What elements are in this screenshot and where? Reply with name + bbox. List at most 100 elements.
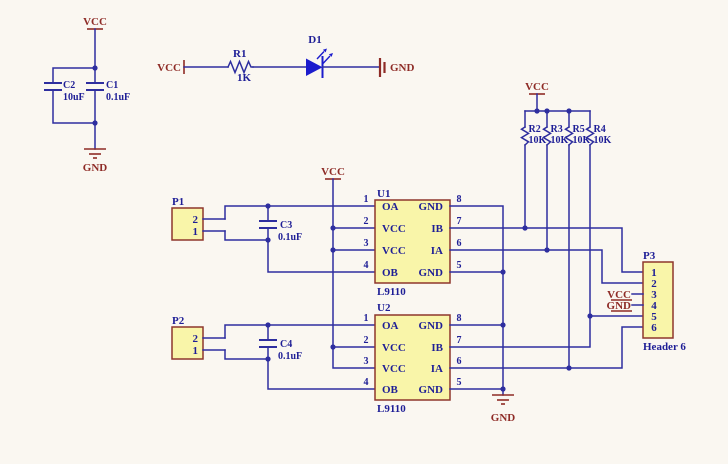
p3-pin-number: 2: [651, 278, 657, 290]
resistor-zigzag: [585, 125, 595, 147]
gnd-power-symbol[interactable]: GND: [491, 394, 516, 424]
u1-pin-name: IB: [431, 223, 443, 235]
u1-pin-name: OB: [382, 267, 399, 279]
p2-section: P2 2 1 C4 0.1uF: [171, 315, 376, 390]
u2-pin-name: IB: [431, 342, 443, 354]
pullup-bank-section: VCC R2 10K R3 10K R5 10K: [520, 81, 612, 369]
junction-dot: [92, 120, 98, 126]
u2-pin-name: GND: [419, 384, 444, 396]
ic-u2[interactable]: U2 L9110 1 2 3 4 8 7 6 5 OA VCC VCC OB G…: [364, 302, 462, 415]
resistor-r3[interactable]: R3 10K: [542, 110, 569, 251]
junction-dot: [265, 237, 271, 243]
resistor-r5[interactable]: R5 10K: [564, 110, 591, 369]
led-emission-arrow: [322, 55, 331, 64]
junction-dot: [92, 65, 98, 71]
vcc-power-symbol[interactable]: VCC: [321, 166, 345, 180]
led-emission-arrowhead: [328, 53, 333, 57]
u2-part: L9110: [377, 403, 406, 415]
wire: [267, 239, 376, 273]
d1-ref: D1: [308, 34, 321, 46]
junction-dot: [544, 247, 550, 253]
capacitor-c2[interactable]: C2 10uF: [44, 80, 85, 103]
wire: [224, 205, 376, 220]
connector-p2[interactable]: P2 2 1: [171, 315, 204, 360]
junction-dot: [330, 247, 336, 253]
gnd-label: GND: [83, 162, 108, 174]
ic-u1[interactable]: U1 L9110 1 2 3 4 8 7 6 5 OA VCC VCC OB G…: [364, 188, 462, 298]
wire: [449, 315, 644, 348]
r3-ref: R3: [551, 124, 563, 135]
u2-pin-number: 4: [364, 377, 369, 388]
c2-value: 10uF: [63, 92, 85, 103]
u2-pin-number: 7: [457, 335, 462, 346]
p3-part: Header 6: [643, 341, 686, 353]
p2-pin-1: 1: [193, 345, 199, 357]
gnd-power-symbol[interactable]: GND: [83, 148, 108, 174]
wire: [332, 178, 376, 369]
r5-value: 10K: [573, 135, 591, 146]
p3-pin-number: 1: [651, 267, 657, 279]
u2-pin-name: VCC: [382, 342, 406, 354]
vcc-power-symbol[interactable]: VCC: [525, 81, 549, 95]
wire: [224, 349, 269, 360]
vcc-power-symbol[interactable]: VCC: [157, 60, 185, 74]
connector-p3[interactable]: P3 1 2 3 4 5 6 Header 6: [642, 250, 686, 353]
u2-pin-name: OB: [382, 384, 399, 396]
p1-section: P1 2 1 C3 0.1uF: [171, 196, 376, 273]
resistor-r4[interactable]: R4 10K: [585, 110, 612, 317]
wire: [52, 67, 96, 84]
junction-dot: [330, 225, 336, 231]
u1-pin-name: GND: [419, 267, 444, 279]
led-emission-arrowhead: [322, 48, 327, 53]
vcc-power-symbol[interactable]: VCC: [83, 16, 107, 30]
resistor-r1[interactable]: R1 1K: [227, 48, 254, 84]
junction-dot: [587, 313, 593, 319]
junction-dot: [534, 108, 540, 114]
u2-pin-name: GND: [419, 320, 444, 332]
wire: [449, 249, 644, 284]
r1-ref: R1: [233, 48, 246, 60]
u1-part: L9110: [377, 286, 406, 298]
p1-pin-1: 1: [193, 226, 199, 238]
wire: [449, 326, 644, 369]
u2-pin-name: IA: [431, 363, 443, 375]
u1-pin-name: IA: [431, 245, 443, 257]
u2-pin-name: OA: [382, 320, 399, 332]
wire: [224, 324, 376, 339]
u2-ref: U2: [377, 302, 391, 314]
junction-dot: [566, 365, 572, 371]
c3-ref: C3: [280, 220, 292, 231]
gnd-power-symbol[interactable]: GND: [378, 58, 415, 77]
wire: [267, 358, 376, 390]
u1-pin-number: 6: [457, 238, 462, 249]
p3-section: P3 1 2 3 4 5 6 Header 6 VCC GND: [607, 250, 687, 353]
resistor-r2[interactable]: R2 10K: [520, 110, 547, 229]
u2-pin-number: 3: [364, 356, 369, 367]
led-emission-arrow: [316, 51, 325, 60]
wire: [449, 227, 644, 273]
r4-value: 10K: [594, 135, 612, 146]
junction-dot: [265, 322, 271, 328]
resistor-zigzag: [227, 59, 254, 75]
junction-dot: [500, 322, 506, 328]
c1-value: 0.1uF: [106, 92, 130, 103]
r2-ref: R2: [529, 124, 541, 135]
vcc-power-symbol[interactable]: VCC: [607, 289, 632, 301]
capacitor-c1[interactable]: C1 0.1uF: [86, 80, 130, 103]
gnd-power-symbol[interactable]: GND: [607, 300, 632, 312]
p2-body: [171, 326, 204, 360]
u1-pin-number: 4: [364, 260, 369, 271]
p3-ref: P3: [643, 250, 656, 262]
connector-p1[interactable]: P1 2 1: [171, 196, 204, 241]
r3-value: 10K: [551, 135, 569, 146]
resistor-zigzag: [520, 125, 530, 147]
u2-body: [374, 314, 451, 401]
p3-pin-number: 3: [651, 289, 657, 301]
p3-pin-number: 5: [651, 311, 657, 323]
u2-pin-number: 8: [457, 313, 462, 324]
u1-pin-number: 3: [364, 238, 369, 249]
vcc-rail-section: VCC: [321, 166, 376, 369]
